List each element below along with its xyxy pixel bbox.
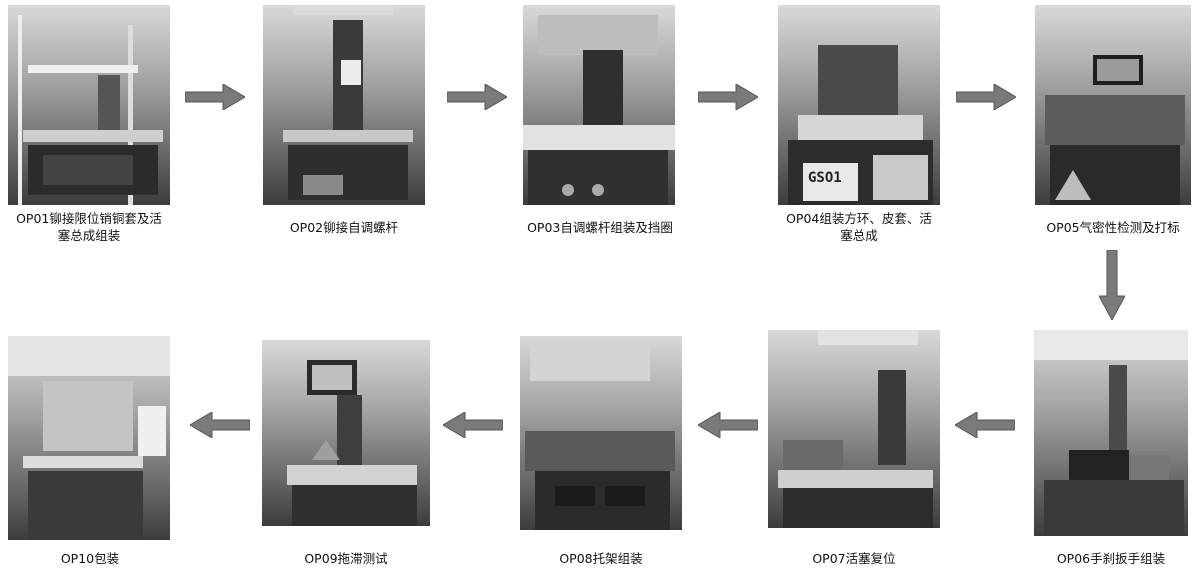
op08-station-photo [520, 336, 682, 530]
op10-station-photo [8, 336, 170, 540]
op05-station-photo [1035, 5, 1191, 205]
arrow-down-op05-op06 [1099, 250, 1125, 320]
op07-station-photo [768, 330, 940, 528]
op01-caption: OP01铆接限位销铜套及活 塞总成组装 [16, 211, 162, 243]
op02-station-photo [263, 5, 425, 205]
arrow-left-op06-op07 [955, 412, 1015, 438]
op02-caption: OP02铆接自调螺杆 [289, 220, 399, 235]
op07-caption: OP07活塞复位 [812, 551, 896, 566]
op08-caption: OP08托架组装 [559, 551, 643, 566]
op04-station-sign: GSO1 [808, 170, 842, 186]
op05-caption: OP05气密性检测及打标 [1046, 220, 1180, 235]
op03-caption: OP03自调螺杆组装及挡圈 [527, 220, 673, 235]
arrow-left-op08-op09 [443, 412, 503, 438]
arrow-right-op03-op04 [698, 84, 758, 110]
op09-caption: OP09拖滞测试 [304, 551, 388, 566]
op04-station-photo: GSO1 [778, 5, 940, 205]
op04-caption: OP04组装方环、皮套、活 塞总成 [786, 211, 932, 243]
arrow-right-op01-op02 [185, 84, 245, 110]
op09-station-photo [262, 340, 430, 526]
arrow-right-op02-op03 [447, 84, 507, 110]
op06-caption: OP06手刹扳手组装 [1056, 551, 1166, 566]
arrow-right-op04-op05 [956, 84, 1016, 110]
op01-station-photo [8, 5, 170, 205]
op10-caption: OP10包装 [60, 551, 120, 566]
op03-station-photo [523, 5, 675, 205]
arrow-left-op09-op10 [190, 412, 250, 438]
arrow-left-op07-op08 [698, 412, 758, 438]
op06-station-photo [1034, 330, 1188, 536]
